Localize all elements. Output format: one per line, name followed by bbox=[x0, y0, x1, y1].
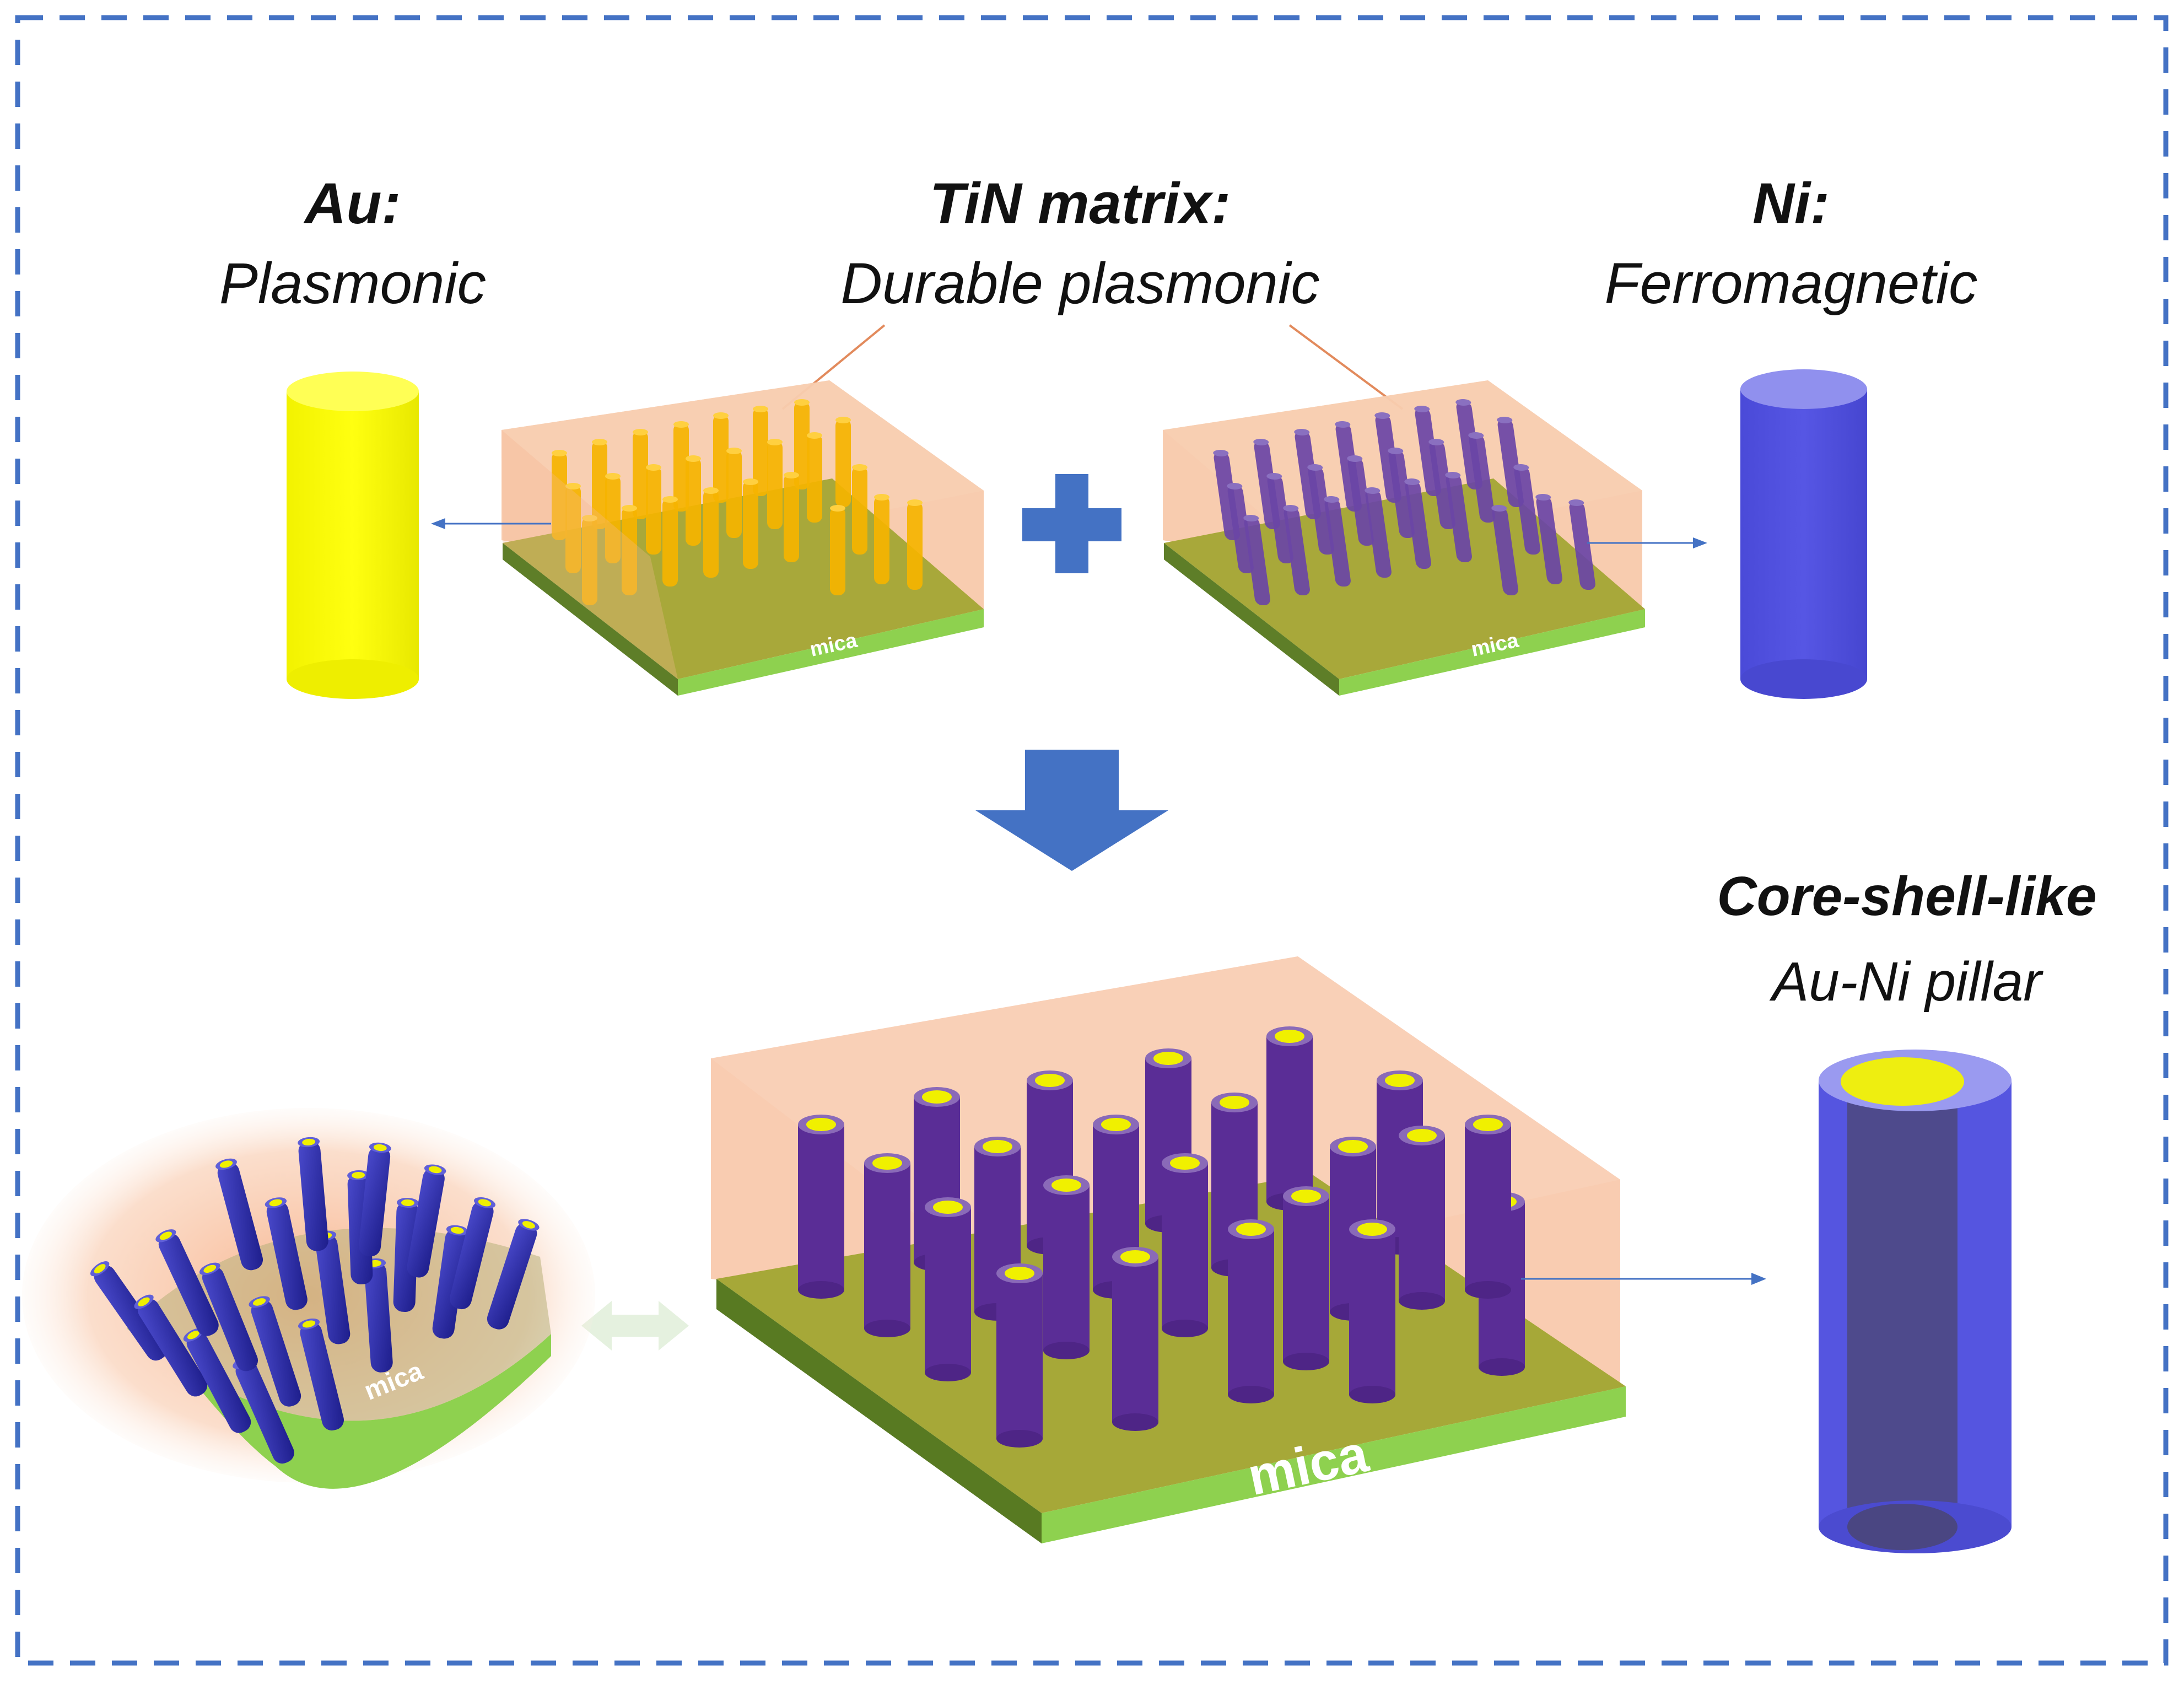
au-nanopillar bbox=[686, 455, 701, 546]
au-nanopillar bbox=[807, 432, 822, 523]
plus-icon bbox=[1022, 474, 1121, 573]
au-cylinder bbox=[287, 372, 419, 699]
au-tin-block: mica bbox=[501, 380, 984, 696]
ni-nanopillar bbox=[1266, 473, 1293, 563]
core-shell-nanopillar bbox=[798, 1115, 844, 1299]
au-nanopillar bbox=[767, 439, 783, 529]
ni-nanopillar bbox=[1307, 464, 1334, 555]
core-shell-nanopillar bbox=[1349, 1219, 1395, 1403]
ni-nanopillar bbox=[1568, 499, 1595, 590]
flexible-nanopillar bbox=[432, 1225, 468, 1339]
double-arrow-icon bbox=[581, 1301, 689, 1351]
arrow-to-core-shell bbox=[1521, 1273, 1766, 1285]
dashed-border bbox=[15, 15, 2169, 1666]
composite-block: mica bbox=[711, 956, 1626, 1543]
ni-nanopillar bbox=[1347, 455, 1374, 546]
ni-nanopillar bbox=[1404, 478, 1431, 569]
core-shell-nanopillar bbox=[1399, 1126, 1445, 1310]
core-shell-nanopillar bbox=[1283, 1186, 1329, 1370]
au-nanopillar bbox=[565, 483, 581, 573]
ni-nanopillar bbox=[1513, 464, 1540, 555]
au-nanopillar bbox=[907, 499, 923, 590]
flexible-nanopillar bbox=[90, 1261, 168, 1361]
core-shell-subtitle: Au-Ni pillar bbox=[1769, 951, 2043, 1013]
ni-nanopillar bbox=[1491, 505, 1518, 595]
flexible-nanopillar bbox=[298, 1137, 328, 1251]
tin-title: TiN matrix: bbox=[930, 171, 1231, 236]
flexible-nanopillar bbox=[487, 1219, 540, 1330]
ni-nanopillar bbox=[1227, 483, 1254, 573]
au-nanopillar bbox=[703, 487, 719, 578]
au-nanopillar bbox=[726, 448, 742, 538]
down-arrow-icon bbox=[975, 750, 1168, 871]
flexible-nanopillar bbox=[199, 1262, 258, 1371]
ni-nanopillar bbox=[1535, 494, 1562, 584]
core-shell-nanopillar bbox=[1465, 1115, 1511, 1299]
au-nanopillar bbox=[605, 473, 621, 563]
flexible-nanopillar bbox=[407, 1164, 446, 1278]
au-nanopillar bbox=[835, 417, 851, 507]
curved-film: mica bbox=[22, 1108, 595, 1489]
core-shell-pillar bbox=[1819, 1050, 2012, 1553]
au-nanopillar bbox=[622, 505, 637, 595]
au-nanopillar bbox=[830, 505, 845, 595]
core-shell-nanopillar bbox=[1266, 1026, 1313, 1210]
au-nanopillar bbox=[646, 464, 661, 555]
au-nanopillar bbox=[743, 478, 758, 569]
tin-subtitle: Durable plasmonic bbox=[840, 251, 1320, 316]
ni-title: Ni: bbox=[1752, 171, 1830, 236]
ni-subtitle: Ferromagnetic bbox=[1605, 251, 1978, 316]
flexible-nanopillar bbox=[215, 1158, 263, 1271]
au-nanopillar bbox=[592, 439, 607, 529]
flexible-nanopillar bbox=[155, 1229, 219, 1336]
ni-nanopillar bbox=[1428, 439, 1455, 529]
core-shell-nanopillar bbox=[996, 1263, 1043, 1448]
ni-nanopillar bbox=[1388, 448, 1415, 538]
au-subtitle: Plasmonic bbox=[219, 251, 486, 316]
arrow-to-au bbox=[431, 518, 551, 529]
core-shell-title: Core-shell-like bbox=[1717, 865, 2096, 927]
au-nanopillar bbox=[633, 429, 648, 519]
flexible-nanopillar bbox=[183, 1328, 251, 1433]
flexible-nanopillar bbox=[134, 1294, 208, 1397]
au-nanopillar bbox=[874, 494, 889, 584]
flexible-nanopillar bbox=[265, 1197, 308, 1310]
ni-nanopillar bbox=[1324, 496, 1351, 587]
core-shell-nanopillar bbox=[1228, 1219, 1274, 1403]
flexible-nanopillar bbox=[298, 1318, 344, 1431]
au-nanopillar bbox=[852, 464, 867, 555]
core-shell-nanopillar bbox=[1043, 1175, 1090, 1359]
au-nanopillar bbox=[582, 515, 597, 605]
ni-cylinder bbox=[1740, 369, 1867, 699]
au-title: Au: bbox=[303, 171, 401, 236]
ni-nanopillar bbox=[1243, 515, 1270, 605]
ni-nanopillar bbox=[1365, 487, 1392, 578]
ni-nanopillar bbox=[1283, 505, 1310, 595]
arrow-to-ni bbox=[1587, 537, 1707, 548]
au-nanopillar bbox=[784, 472, 799, 562]
tin-leader-right bbox=[1288, 324, 1404, 410]
core-shell-nanopillar bbox=[1162, 1153, 1208, 1337]
au-nanopillar bbox=[753, 406, 768, 496]
flexible-nanopillar bbox=[393, 1197, 419, 1312]
flexible-nanopillar bbox=[358, 1142, 391, 1257]
ni-nanopillar bbox=[1468, 432, 1495, 523]
au-nanopillar bbox=[552, 450, 567, 540]
flexible-nanopillar bbox=[249, 1296, 301, 1407]
core-shell-nanopillar bbox=[864, 1153, 910, 1337]
core-shell-nanopillar bbox=[925, 1197, 971, 1381]
au-nanopillar bbox=[673, 421, 689, 512]
ni-tin-block: mica bbox=[1163, 380, 1645, 696]
au-nanopillar bbox=[794, 399, 810, 489]
ni-nanopillar bbox=[1445, 472, 1472, 562]
flexible-nanopillar bbox=[450, 1197, 496, 1310]
au-nanopillar bbox=[713, 412, 729, 503]
core-shell-nanopillar bbox=[1112, 1247, 1158, 1431]
au-nanopillar bbox=[662, 496, 678, 587]
